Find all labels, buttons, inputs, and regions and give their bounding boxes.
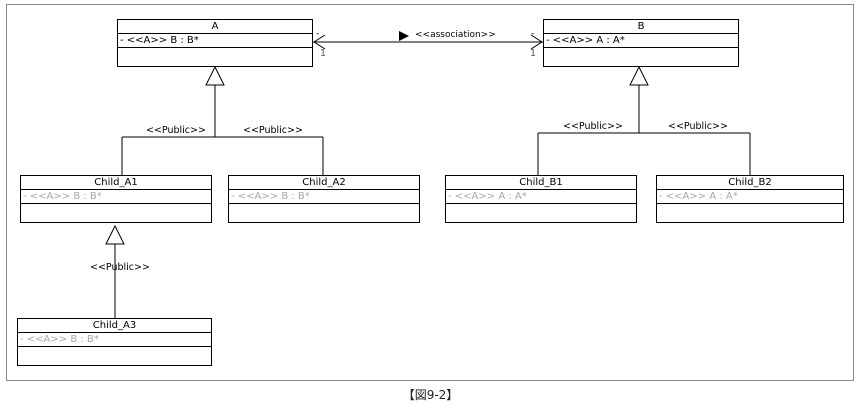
generalization-label-cb1: <<Public>> — [563, 121, 623, 132]
generalization-label-ca3: <<Public>> — [90, 262, 150, 273]
class-name: Child_B1 — [446, 176, 636, 190]
class-child-a3[interactable]: Child_A3 - <<A>> B : B* — [17, 318, 212, 366]
class-operations — [21, 204, 211, 218]
association-role-a: - — [316, 29, 320, 39]
generalization-triangle-a — [205, 65, 225, 86]
class-operations — [118, 48, 312, 62]
association-label: <<association>> — [415, 30, 496, 40]
generalization-triangle-b — [629, 65, 649, 86]
association-arrowhead-b — [530, 34, 543, 50]
association-multiplicity-b: 1 — [530, 48, 537, 59]
class-child-a2[interactable]: Child_A2 - <<A>> B : B* — [228, 175, 420, 223]
class-attribute: - <<A>> B : B* — [229, 190, 419, 204]
association-direction-icon — [399, 31, 409, 41]
class-attribute: - <<A>> B : B* — [118, 34, 312, 48]
class-operations — [229, 204, 419, 218]
class-operations — [657, 204, 843, 218]
class-name: A — [118, 20, 312, 34]
class-a[interactable]: A - <<A>> B : B* — [117, 19, 313, 67]
class-operations — [18, 347, 211, 361]
generalization-label-ca1: <<Public>> — [146, 125, 206, 136]
generalization-label-cb2: <<Public>> — [668, 121, 728, 132]
class-attribute: - <<A>> A : A* — [657, 190, 843, 204]
class-operations — [446, 204, 636, 218]
generalization-triangle-ca1 — [105, 224, 125, 245]
class-b[interactable]: B - <<A>> A : A* — [543, 19, 739, 67]
class-attribute: - <<A>> A : A* — [544, 34, 738, 48]
class-attribute: - <<A>> B : B* — [21, 190, 211, 204]
class-child-b2[interactable]: Child_B2 - <<A>> A : A* — [656, 175, 844, 223]
class-child-b1[interactable]: Child_B1 - <<A>> A : A* — [445, 175, 637, 223]
class-attribute: - <<A>> A : A* — [446, 190, 636, 204]
class-name: Child_B2 — [657, 176, 843, 190]
class-name: Child_A2 — [229, 176, 419, 190]
class-operations — [544, 48, 738, 62]
class-name: Child_A1 — [21, 176, 211, 190]
association-arrowhead-a — [313, 34, 326, 50]
class-name: Child_A3 — [18, 319, 211, 333]
association-multiplicity-a: 1 — [320, 48, 327, 59]
class-name: B — [544, 20, 738, 34]
generalization-label-ca2: <<Public>> — [243, 125, 303, 136]
class-child-a1[interactable]: Child_A1 - <<A>> B : B* — [20, 175, 212, 223]
association-role-b: - — [531, 29, 535, 39]
figure-caption: 【図9-2】 — [402, 388, 459, 402]
class-attribute: - <<A>> B : B* — [18, 333, 211, 347]
